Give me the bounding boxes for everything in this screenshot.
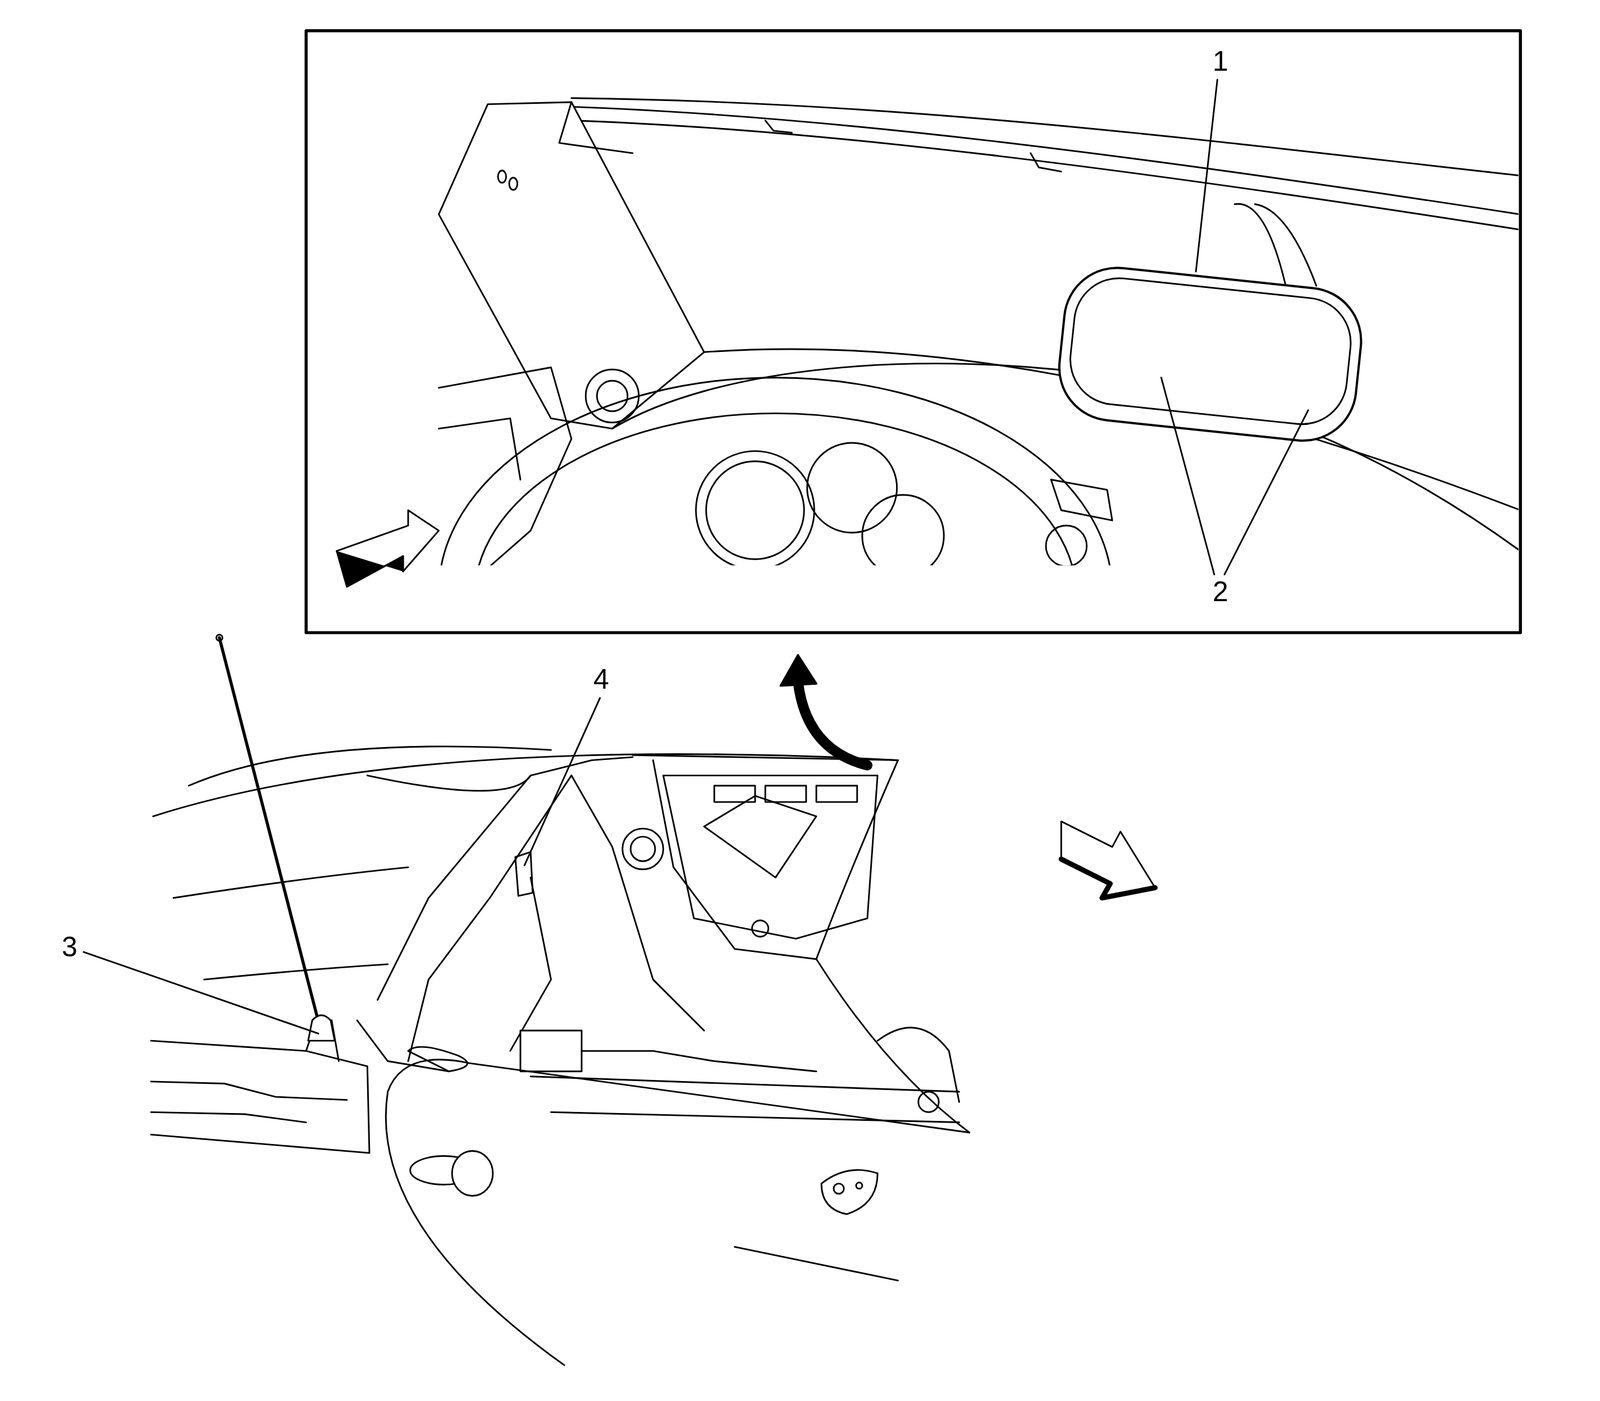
callout-number: 2 [1210,576,1231,607]
callout-number: 3 [59,931,80,963]
callout-number: 4 [591,664,612,695]
callout-number: 1 [1210,46,1231,77]
